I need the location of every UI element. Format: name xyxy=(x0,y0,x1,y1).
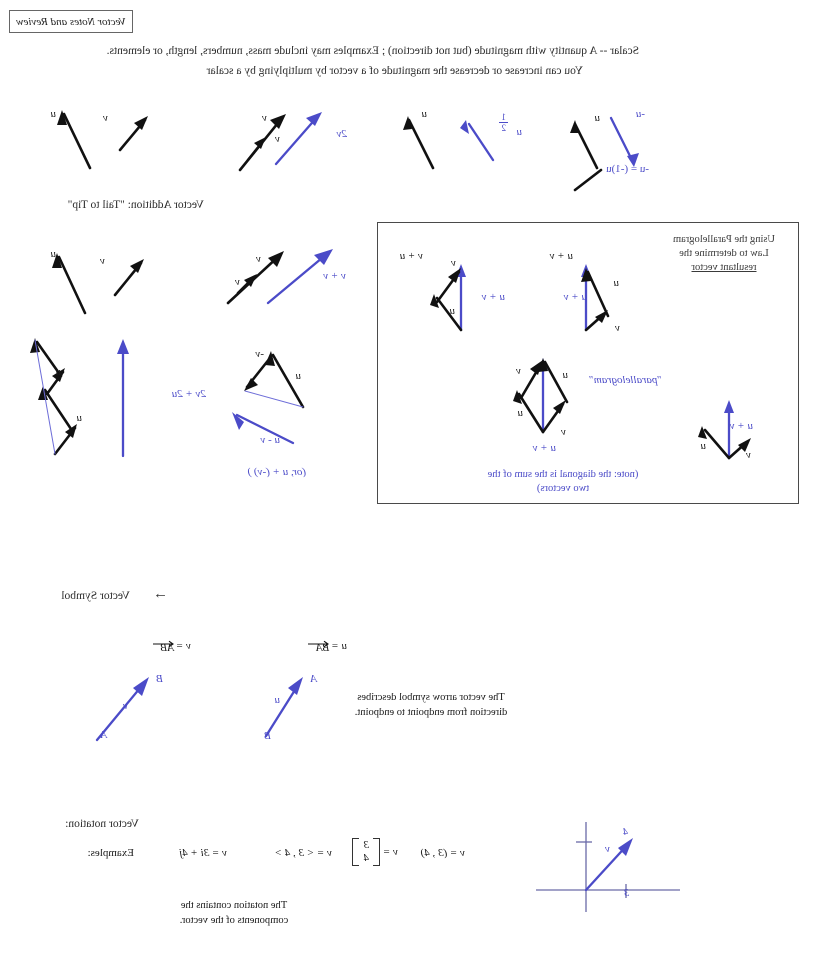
label-parallelogram: "parallelogram" xyxy=(589,374,662,386)
vector-symbol-heading: Vector Symbol xyxy=(61,590,130,602)
parallelogram-diagram-a xyxy=(581,264,610,332)
notation-angle-form: v = < 3 , 4 > xyxy=(274,847,332,859)
scalar-diagram-u-v xyxy=(57,110,148,170)
parallelogram-diagram-b xyxy=(430,264,466,332)
label-a-u: u xyxy=(613,277,620,289)
equation-u-equals-ba: u = BA xyxy=(308,640,347,654)
vector-notation-heading: Vector notation: xyxy=(65,818,139,830)
label-u-minus-v-alt: (or, u + (-v) ) xyxy=(247,466,306,478)
parallelogram-box-heading: Using the Parallelogram Law to determine… xyxy=(672,234,776,273)
equation-neg-u: -u = (-1)u xyxy=(606,163,649,175)
symbol-diagram-v xyxy=(95,677,149,742)
label-add-v-2: v xyxy=(235,276,240,288)
scalar-multiply-text: You can increase or decrease the magnitu… xyxy=(206,65,583,77)
label-2v-plus-2u: 2v + 2u xyxy=(171,388,206,400)
label-main-v-top: v xyxy=(516,365,521,377)
label-neg-u: -u xyxy=(635,108,645,120)
notation-paren-form: v = (3 , 4) xyxy=(420,847,465,859)
label-triangle-u: u xyxy=(295,370,302,382)
label-main-v-left: v xyxy=(561,426,566,438)
label-half-u: u xyxy=(516,126,523,138)
label-v-plus-v: v + v xyxy=(323,270,346,282)
bracket-left xyxy=(372,838,380,866)
label-v-b: v xyxy=(275,133,280,145)
equation-v-equals-ab: v = AB xyxy=(152,640,191,654)
graph-y-tick-label: 4 xyxy=(623,827,628,838)
vector-addition-heading: Vector Addition: "Tail to Tip" xyxy=(67,199,204,211)
notation-note: The notation contains the components of … xyxy=(179,900,289,926)
parallelogram-main-diagram xyxy=(513,358,569,434)
arrow-right-icon: → xyxy=(153,586,168,602)
overarrow-icon xyxy=(152,640,174,648)
scalar-diagram-2v xyxy=(238,112,322,172)
label-main-u-top: u xyxy=(562,369,569,381)
label-add-u-3: u xyxy=(76,412,83,424)
addition-diagram-u-v xyxy=(52,253,144,315)
label-2v: 2v xyxy=(336,128,347,140)
addition-diagram-u-minus-v xyxy=(232,412,295,445)
label-u-1: u xyxy=(594,112,601,124)
label-main-resultant: u + v xyxy=(532,442,556,454)
label-u-minus-v: u - v xyxy=(260,434,280,446)
graph-x-tick-label: 3 xyxy=(624,888,629,899)
coordinate-graph xyxy=(536,822,680,912)
graph-vector-label: v xyxy=(605,843,610,855)
label-u-2: u xyxy=(421,108,428,120)
label-c-u: u xyxy=(700,440,707,452)
scalar-diagram-neg-u xyxy=(570,116,639,192)
overarrow-icon xyxy=(308,640,330,648)
point-a-v-diagram: A xyxy=(100,729,107,741)
notation-ijk-form: v = 3i + 4j xyxy=(179,847,227,859)
label-symbol-v: v xyxy=(123,700,128,712)
label-b-v: v xyxy=(451,257,456,269)
label-add-v-3: v xyxy=(100,255,105,267)
vector-symbol-description: The vector arrow symbol describes direct… xyxy=(354,692,508,718)
document-title-box: Vector Notes and Review xyxy=(9,10,133,33)
notation-matrix-form: v = 3 4 xyxy=(352,838,398,866)
label-v-a: v xyxy=(262,112,267,124)
label-b-resultant: u + v xyxy=(481,291,505,303)
label-main-u-right: u xyxy=(517,407,524,419)
matrix-bracket-group: 3 4 xyxy=(352,838,380,866)
label-b-u: u xyxy=(449,305,456,317)
label-add-u-1: u xyxy=(50,248,57,260)
label-symbol-u: u xyxy=(274,694,281,706)
matrix-column: 3 4 xyxy=(363,839,369,864)
page-title: Vector Notes and Review xyxy=(16,15,126,28)
point-b-v-diagram: B xyxy=(156,673,163,685)
bracket-right xyxy=(352,838,360,866)
vector-overarrow-ab: AB xyxy=(152,640,174,654)
label-c-resultant: u + v xyxy=(729,420,753,432)
label-add-u-4: u xyxy=(55,366,62,378)
label-a-resultant: u + v xyxy=(563,291,587,303)
label-v-c: v xyxy=(103,112,108,124)
scalar-diagram-half-u xyxy=(403,116,495,170)
symbol-diagram-u xyxy=(264,677,303,738)
addition-diagram-2v-2u xyxy=(30,338,129,458)
addition-diagram-v-plus-v xyxy=(226,249,333,305)
fraction-one-half: 1 2 xyxy=(499,112,508,133)
scalar-definition: Scalar -- A quantity with magnitude (but… xyxy=(106,45,639,57)
examples-label: Examples: xyxy=(87,847,134,859)
parallelogram-diagram-c xyxy=(698,400,751,460)
addition-diagram-triangle xyxy=(244,351,305,409)
label-u-3: u xyxy=(50,108,57,120)
vector-overarrow-ba: BA xyxy=(308,640,329,654)
label-c-v: v xyxy=(746,449,751,461)
point-a-u-diagram: A xyxy=(310,673,317,685)
point-b-u-diagram: B xyxy=(264,730,271,742)
label-a-v: v xyxy=(615,322,620,334)
label-neg-v: -v xyxy=(255,348,264,360)
parallelogram-note: (note: the diagonal is the sum of the tw… xyxy=(487,469,639,494)
label-add-v-1: v xyxy=(256,253,261,265)
